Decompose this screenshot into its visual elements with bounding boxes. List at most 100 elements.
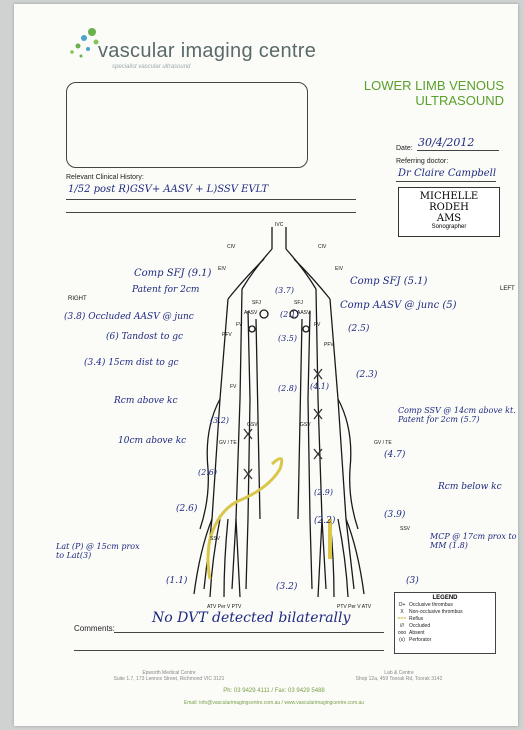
label-ivc: IVC — [275, 222, 283, 228]
history-line-1 — [66, 199, 356, 200]
legend-item: ///Occluded — [395, 622, 495, 629]
label-fv-left: FV — [314, 322, 320, 328]
note-left-9: MCP @ 17cm prox to MM (1.8) — [430, 532, 524, 550]
mid-number-7: (2.6) — [198, 468, 217, 477]
right-femoral-vein — [246, 311, 250, 589]
label-civ-right: CIV — [227, 244, 235, 250]
note-right-10: (1.1) — [166, 576, 187, 586]
note-right-8: (2.6) — [176, 504, 197, 514]
mid-number-5: (3.2) — [210, 416, 229, 425]
footer-line-1b: Suite 1.7, 173 Lennox Street, Richmond V… — [74, 676, 264, 682]
mid-number-3: (3.5) — [278, 334, 297, 343]
footer-line-1d: Shop 12a, 459 Toorak Rd, Toorak 3142 — [314, 676, 484, 682]
report-page: vascular imaging centre specialist vascu… — [14, 4, 518, 726]
comments-line-1 — [114, 632, 384, 633]
label-pfv-left: PFV — [324, 342, 334, 348]
clinical-history-value: 1/52 post R)GSV+ AASV + L)SSV EVLT — [68, 184, 268, 195]
note-left-3: (2.5) — [348, 324, 369, 334]
note-left-1: Comp SFJ (5.1) — [350, 276, 427, 287]
logo-text: vascular imaging centre — [98, 40, 316, 63]
history-line-2 — [66, 212, 356, 213]
stamp-role: Sonographer — [399, 224, 499, 230]
reflux-segment-right — [208, 459, 282, 579]
label-gv-right: GV / TE — [219, 440, 237, 446]
label-fv-right-2: FV — [230, 384, 236, 390]
label-aasv-left: AASV — [297, 310, 310, 316]
comments-line-2 — [74, 650, 384, 651]
label-gsv-left: GSV — [300, 422, 311, 428]
note-right-7: 10cm above kc — [118, 436, 186, 446]
label-ssv-left: SSV — [400, 526, 410, 532]
mid-number-6: (2.8) — [278, 384, 297, 393]
note-left-6: (4.7) — [384, 450, 405, 460]
right-calf-veins — [194, 519, 240, 597]
legend-symbol: (x) — [395, 637, 409, 643]
legend-label: Perforator — [409, 637, 431, 643]
footer-email: Email: info@vascularimagingcentre.com.au… — [54, 700, 494, 706]
legend-label: Absent — [409, 630, 425, 636]
legend-label: Occluded — [409, 623, 430, 629]
left-calf-veins — [318, 519, 364, 597]
legend-symbol: === — [395, 616, 409, 622]
label-gv-left: GV / TE — [374, 440, 392, 446]
legend-label: Reflux — [409, 616, 423, 622]
referring-doctor-label: Referring doctor: — [396, 158, 448, 165]
label-civ-left: CIV — [318, 244, 326, 250]
label-sfj-left: SFJ — [294, 300, 303, 306]
label-ssv-right: SSV — [210, 536, 220, 542]
note-left-8: (3.9) — [384, 510, 405, 520]
footer-address-1: Epworth Medical Centre Suite 1.7, 173 Le… — [74, 670, 264, 682]
comments-label: Comments: — [74, 624, 115, 633]
note-right-5: (3.4) 15cm dist to gc — [84, 358, 179, 368]
mid-number-1: (3.7) — [275, 286, 294, 295]
side-label-left: LEFT — [500, 286, 515, 292]
note-right-2: Patent for 2cm — [132, 285, 199, 295]
sfj-right-ring — [260, 310, 268, 318]
stamp-credential: AMS — [399, 213, 499, 224]
note-left-10: (3) — [406, 576, 419, 586]
legend-label: Occlusive thrombus — [409, 602, 453, 608]
mid-number-2: (2.1) — [280, 310, 299, 319]
note-right-4: (6) Tandost to gc — [106, 332, 183, 342]
sonographer-stamp: MICHELLE RODEH AMS Sonographer — [398, 187, 500, 237]
label-pfv-right: PFV — [222, 332, 232, 338]
ivc-vessel — [272, 227, 286, 249]
label-sfj-right: SFJ — [252, 300, 261, 306]
legend-item: O+Occlusive thrombus — [395, 601, 495, 608]
note-left-4: (2.3) — [356, 370, 377, 380]
label-gsv-right: GSV — [247, 422, 258, 428]
side-label-right: RIGHT — [68, 296, 87, 302]
common-iliac-veins — [242, 249, 316, 289]
label-fv-right: FV — [236, 322, 242, 328]
legend-symbol: O+ — [395, 602, 409, 608]
mid-number-4: (4.1) — [310, 382, 329, 391]
legend-label: Non-occlusive thrombus — [409, 609, 463, 615]
note-right-12: (2.2) — [314, 516, 335, 526]
note-right-3: (3.8) Occluded AASV @ junc — [64, 312, 194, 322]
date-value: 30/4/2012 — [418, 136, 474, 149]
title-line-1: LOWER LIMB VENOUS — [304, 78, 504, 93]
clinical-history-label: Relevant Clinical History: — [66, 174, 144, 181]
legend-symbol: /// — [395, 623, 409, 629]
legend-symbol: X — [395, 609, 409, 615]
note-right-9: Lat (P) @ 15cm prox to Lat(3) — [56, 542, 146, 560]
perforator-right — [249, 326, 255, 332]
left-gsv — [338, 399, 358, 529]
date-label: Date: — [396, 145, 413, 152]
mid-number-8: (2.9) — [314, 488, 333, 497]
left-deep-vein — [298, 319, 302, 519]
comments-value: No DVT detected bilaterally — [152, 610, 350, 626]
left-femoral-vein — [308, 311, 312, 589]
note-right-1: Comp SFJ (9.1) — [134, 268, 211, 279]
report-title: LOWER LIMB VENOUS ULTRASOUND — [304, 78, 504, 108]
note-left-7: Rcm below kc — [438, 482, 502, 492]
right-occluded-marks — [244, 429, 252, 479]
referring-doctor-value: Dr Claire Campbell — [398, 168, 496, 179]
patient-label-box — [66, 82, 308, 168]
date-line — [417, 150, 499, 151]
note-right-6: Rcm above kc — [114, 396, 178, 406]
perforator-left — [303, 326, 309, 332]
label-eiv-left: EIV — [335, 266, 343, 272]
